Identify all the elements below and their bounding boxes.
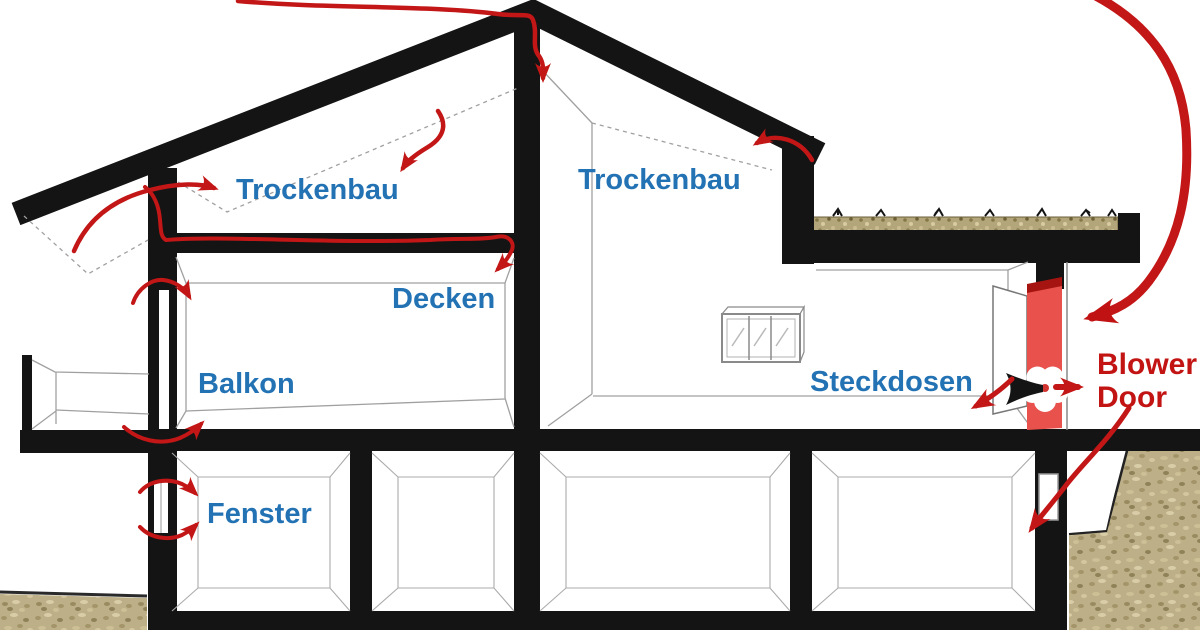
fan-icon [1021,366,1069,412]
leak-arrow-basement [1028,405,1132,533]
label-steckdosen: Steckdosen [810,366,973,398]
leak-arrow-steckdosen [970,376,1015,410]
fan-horn-icon [1006,373,1043,405]
leak-arrow-fenster-bottom [138,521,200,542]
bottom-slab [148,611,1067,630]
interior-wall-1 [350,451,372,615]
leak-arrow-decken [143,185,515,273]
label-trockenbau-left: Trockenbau [236,174,399,206]
leak-arrow-balkon-slab [122,420,205,444]
ground-texture-right [1068,446,1200,630]
label-blower-line1: Blower [1097,348,1198,381]
label-fenster: Fenster [207,498,312,530]
label-decken: Decken [392,283,496,315]
flat-roof-band [782,230,1140,263]
floor-band [148,429,1200,451]
triple-pane-window [720,304,806,363]
blower-door-assembly [992,262,1069,430]
leak-arrow-fenster-top [138,476,199,497]
label-blower-door: Blower Door [1097,348,1197,414]
ground-texture-left [0,590,148,630]
wall-openings [154,290,1059,533]
label-trockenbau-right: Trockenbau [578,164,741,196]
leak-arrow-roof-annex [752,128,815,163]
interior-wall-3 [790,451,812,615]
roof [11,0,826,226]
green-roof-tufts-icon [832,207,1117,217]
leak-arrow-trockenbau-left [400,108,446,173]
ceiling-band [158,233,540,253]
central-wall [514,20,540,452]
leak-arrow-main-intake [1083,0,1192,324]
label-blower-line2: Door [1097,381,1167,414]
interior-wall-2 [514,451,540,615]
leak-arrows [71,0,1192,542]
balcony-door-gap [159,290,169,429]
leak-arrow-balkon-door-top [131,277,192,305]
interior-lines [23,69,1031,430]
parapet-cap [1118,213,1140,263]
balcony-slab [20,430,148,453]
leak-arrow-ridge [235,0,552,83]
balcony-railing-post [22,355,32,433]
label-balkon: Balkon [198,368,295,400]
